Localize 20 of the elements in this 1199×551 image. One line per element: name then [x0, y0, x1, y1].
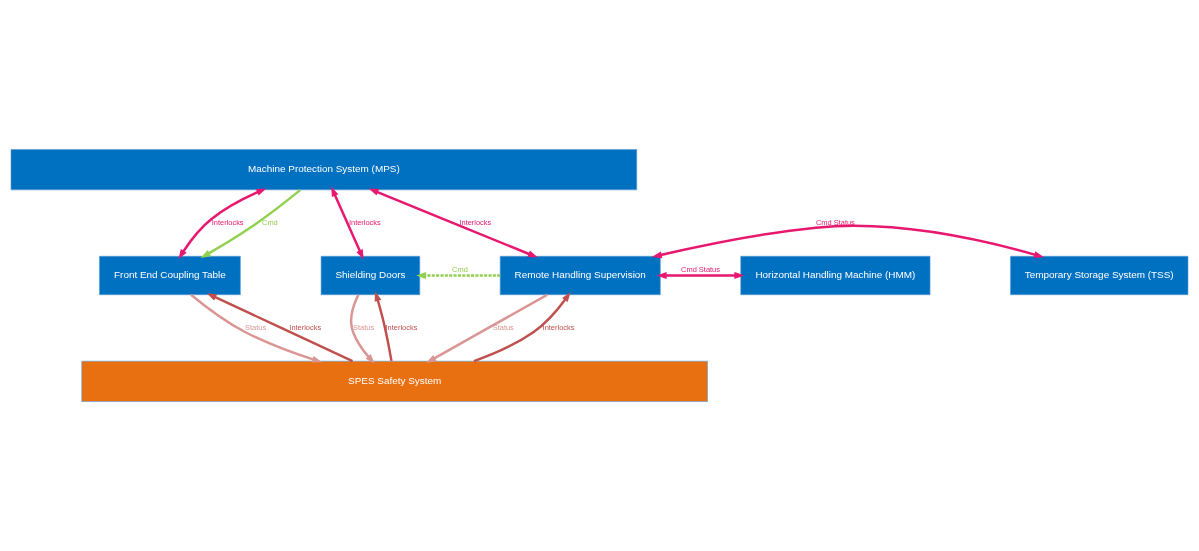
node-box: Temporary Storage System (TSS)	[1010, 255, 1189, 296]
node-box: SPES Safety System	[81, 360, 708, 402]
arrow	[331, 186, 364, 260]
node-box: Remote Handling Supervision	[499, 255, 661, 296]
arrow	[190, 293, 323, 363]
node-box: Front End Coupling Table	[99, 255, 241, 296]
arrow	[374, 291, 393, 362]
arrow	[368, 188, 538, 258]
node-box: Machine Protection System (MPS)	[10, 149, 638, 191]
arrow	[473, 291, 571, 363]
arrow	[200, 188, 302, 259]
arrow	[206, 293, 354, 363]
arrow	[426, 293, 548, 363]
node-box: Shielding Doors	[320, 255, 421, 296]
arrow	[350, 294, 375, 364]
node-box: Horizontal Handling Machine (HMM)	[740, 255, 931, 296]
arrow	[656, 272, 745, 279]
arrow	[651, 224, 1044, 259]
arrow	[178, 188, 267, 260]
arrow	[416, 272, 501, 279]
